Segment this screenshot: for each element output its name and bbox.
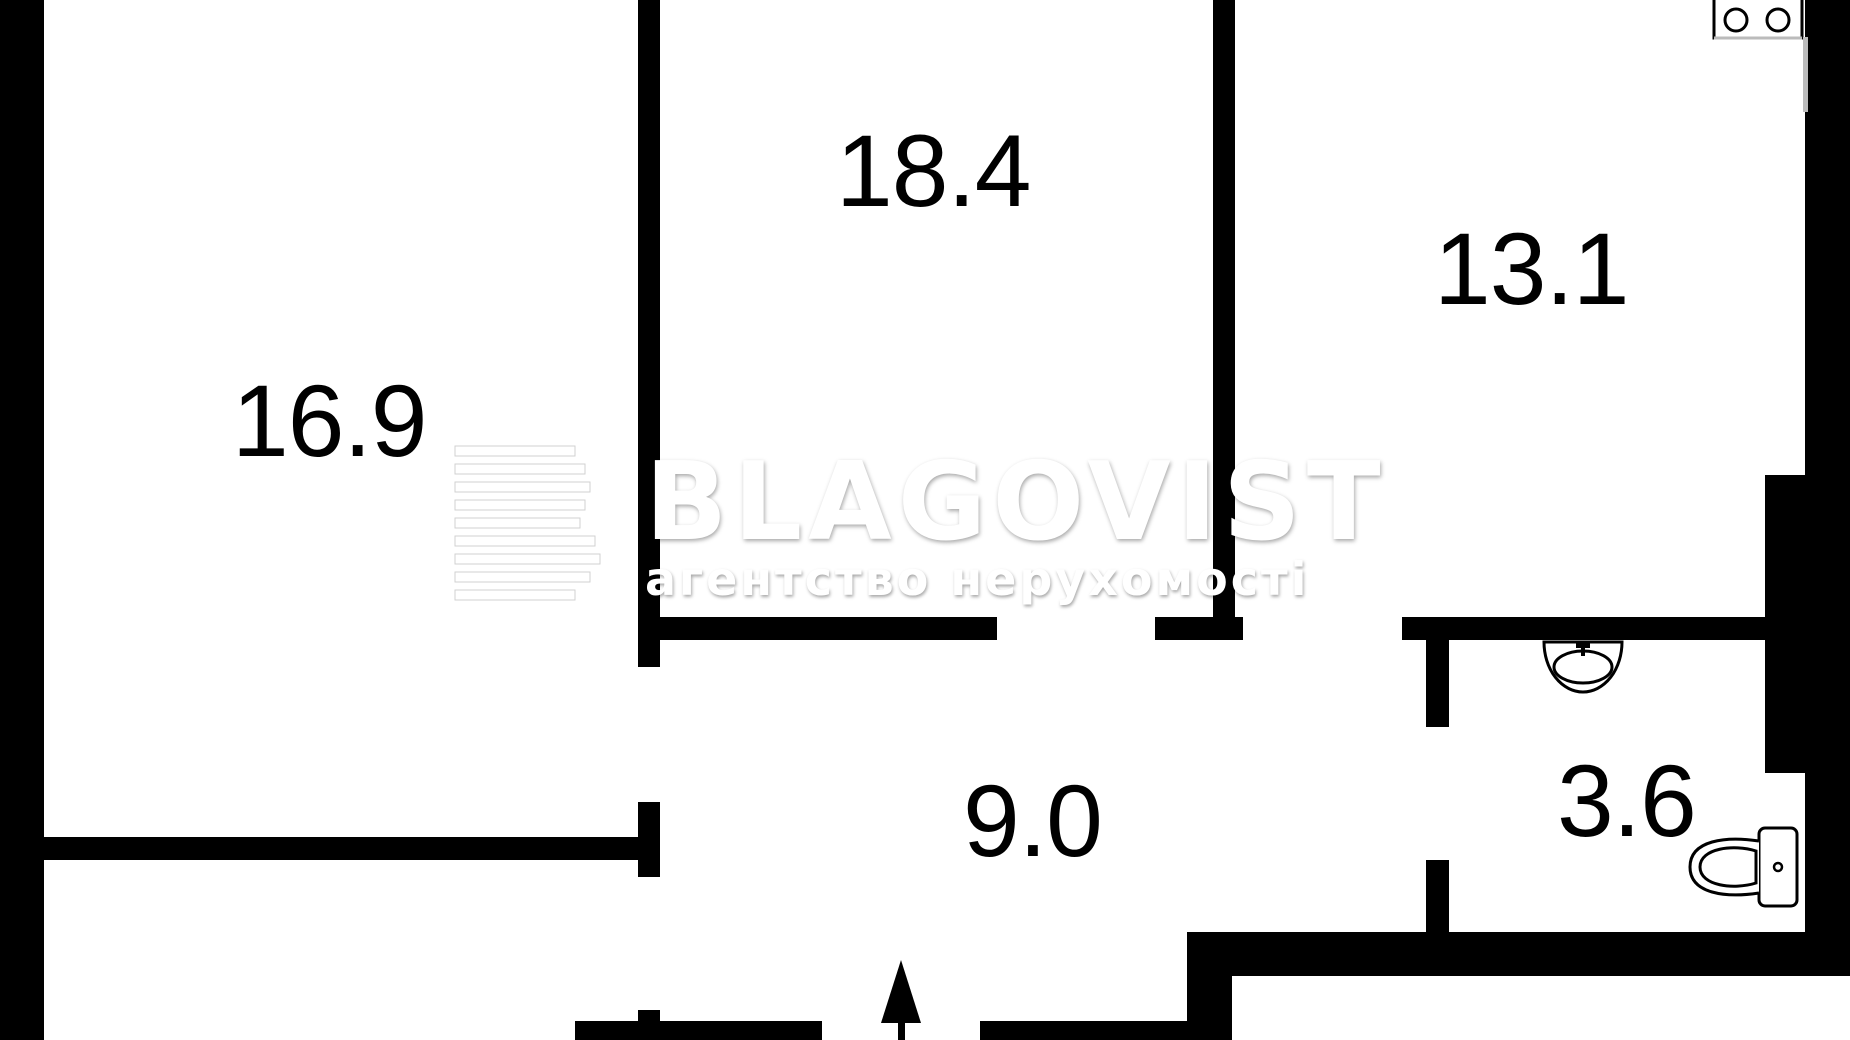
bottom-wall-right	[1187, 932, 1850, 976]
entrance-wall-left-stub	[638, 1010, 660, 1022]
area-label-bathroom: 3.6	[1557, 744, 1697, 858]
partition-wall-left-center	[638, 0, 660, 667]
area-label-center-room: 18.4	[836, 114, 1032, 228]
entrance-wall-right	[980, 1021, 1232, 1040]
toilet-icon	[1688, 826, 1799, 908]
left-room-bottom-wall	[44, 837, 638, 860]
partition-wall-center-kitchen	[1213, 0, 1235, 640]
left-room-door-jamb	[638, 802, 660, 877]
area-label-left-room: 16.9	[232, 364, 428, 478]
area-label-hallway: 9.0	[963, 764, 1103, 878]
area-label-kitchen: 13.1	[1434, 212, 1630, 326]
bathroom-left-wall-lower	[1426, 860, 1449, 935]
kitchen-bottom-wall	[1402, 617, 1805, 640]
stove-icon	[1712, 0, 1804, 40]
center-room-bottom-wall	[638, 617, 997, 640]
outer-wall-left	[0, 0, 44, 1040]
sink-icon	[1542, 640, 1624, 694]
bathroom-left-wall-upper	[1426, 640, 1449, 727]
center-room-bottom-wall-right	[1155, 617, 1243, 640]
entrance-wall-left	[575, 1021, 822, 1040]
kitchen-counter-edge	[1803, 37, 1808, 112]
